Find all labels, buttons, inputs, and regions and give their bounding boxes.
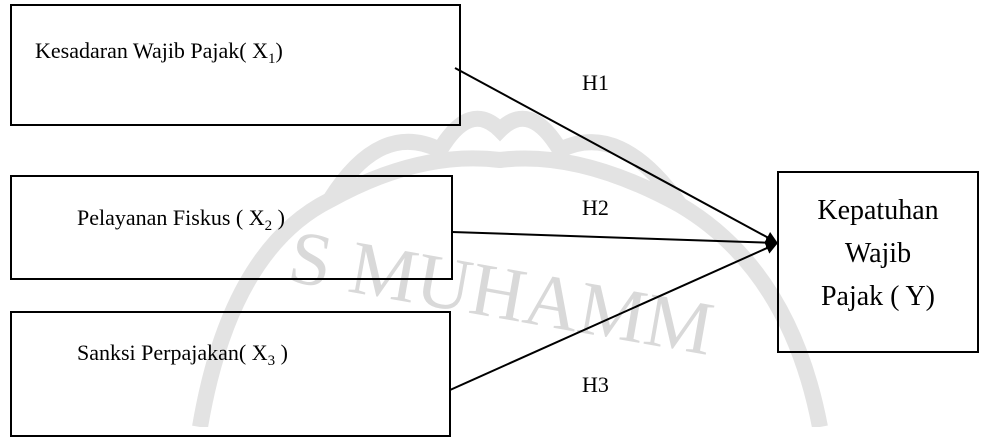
y-label-line-2: Wajib: [844, 238, 912, 269]
x2-box: [10, 175, 453, 280]
arrow-h2: [451, 231, 778, 249]
x3-symbol: X: [251, 340, 268, 365]
y-label-line-1: Kepatuhan: [817, 195, 939, 226]
y-box: Kepatuhan Wajib Pajak ( Y): [777, 171, 979, 353]
x3-name: Sanksi Perpajakan(: [77, 340, 247, 365]
diagram-canvas: S MUHAMM Kesadaran Wajib Pajak( X1) Pela…: [10, 4, 979, 437]
x1-box: [10, 4, 461, 126]
connector-lines: [449, 67, 778, 391]
hypothesis-h3-label: H3: [582, 372, 609, 397]
hypothesis-h1-label: H1: [582, 70, 609, 95]
x2-subscript: 2: [264, 218, 273, 234]
arrow-h1: [454, 67, 778, 243]
x2-symbol: X: [248, 205, 265, 230]
y-label: Kepatuhan Wajib Pajak ( Y): [779, 189, 977, 318]
hypothesis-h2-label: H2: [582, 195, 609, 220]
x2-label: Pelayanan Fiskus ( X2 ): [77, 205, 285, 235]
x3-subscript: 3: [267, 353, 276, 369]
x2-close: ): [277, 205, 285, 230]
x1-subscript: 1: [268, 51, 276, 67]
x1-name: Kesadaran Wajib Pajak(: [35, 38, 247, 63]
arrow-h3: [449, 242, 778, 391]
x3-label: Sanksi Perpajakan( X3 ): [77, 340, 288, 370]
watermark-logo: S MUHAMM: [192, 110, 828, 427]
x3-close: ): [280, 340, 288, 365]
x2-name: Pelayanan Fiskus (: [77, 205, 244, 230]
x1-label: Kesadaran Wajib Pajak( X1): [35, 38, 283, 68]
x1-close: ): [275, 38, 283, 63]
y-label-line-3: Pajak ( Y): [820, 281, 936, 312]
x1-symbol: X: [252, 38, 269, 63]
